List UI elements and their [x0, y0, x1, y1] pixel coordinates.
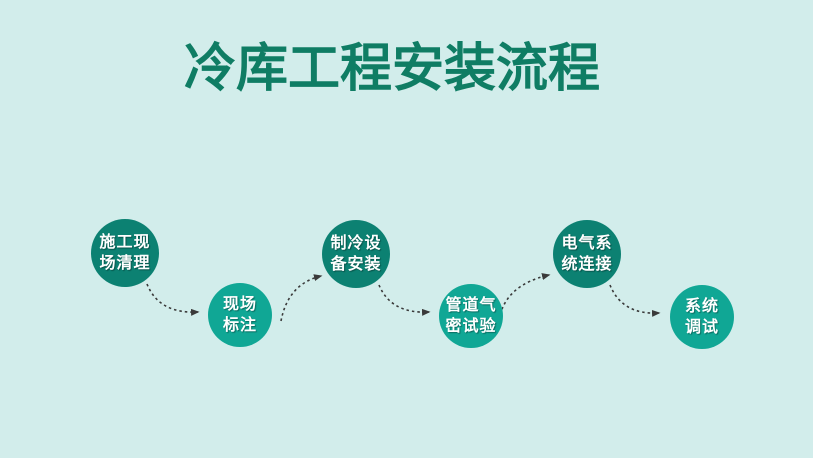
step-label-line: 调试 [684, 319, 719, 336]
step-node-electrical-system-connection[interactable]: 电气系 统连接 [553, 220, 621, 288]
step-label-line: 现场 [222, 296, 257, 313]
step-label-line: 统连接 [561, 256, 613, 273]
step-label-line: 场清理 [99, 255, 151, 272]
arrow-step4-to-step5 [498, 273, 551, 321]
step-node-site-cleanup[interactable]: 施工现 场清理 [91, 219, 159, 287]
step-node-system-commissioning[interactable]: 系统 调试 [670, 285, 734, 349]
arrow-step3-to-step4 [378, 284, 431, 316]
step-node-pipe-airtightness-test[interactable]: 管道气 密试验 [439, 284, 503, 348]
arrow-step1-to-step2 [146, 283, 200, 316]
step-label-line: 密试验 [445, 318, 497, 335]
step-label-line: 备安装 [330, 256, 382, 273]
step-label-line: 制冷设 [330, 235, 382, 252]
step-label-line: 电气系 [561, 235, 613, 252]
step-label-line: 标注 [222, 317, 257, 334]
step-label-line: 管道气 [445, 297, 497, 314]
step-label-line: 系统 [684, 298, 719, 315]
arrow-step5-to-step6 [609, 284, 661, 317]
page-title: 冷库工程安装流程 [183, 38, 600, 99]
step-label-line: 施工现 [99, 234, 151, 251]
step-node-refrigeration-equipment-install[interactable]: 制冷设 备安装 [322, 220, 390, 288]
arrow-step2-to-step3 [280, 274, 323, 322]
step-node-site-marking[interactable]: 现场 标注 [208, 283, 272, 347]
